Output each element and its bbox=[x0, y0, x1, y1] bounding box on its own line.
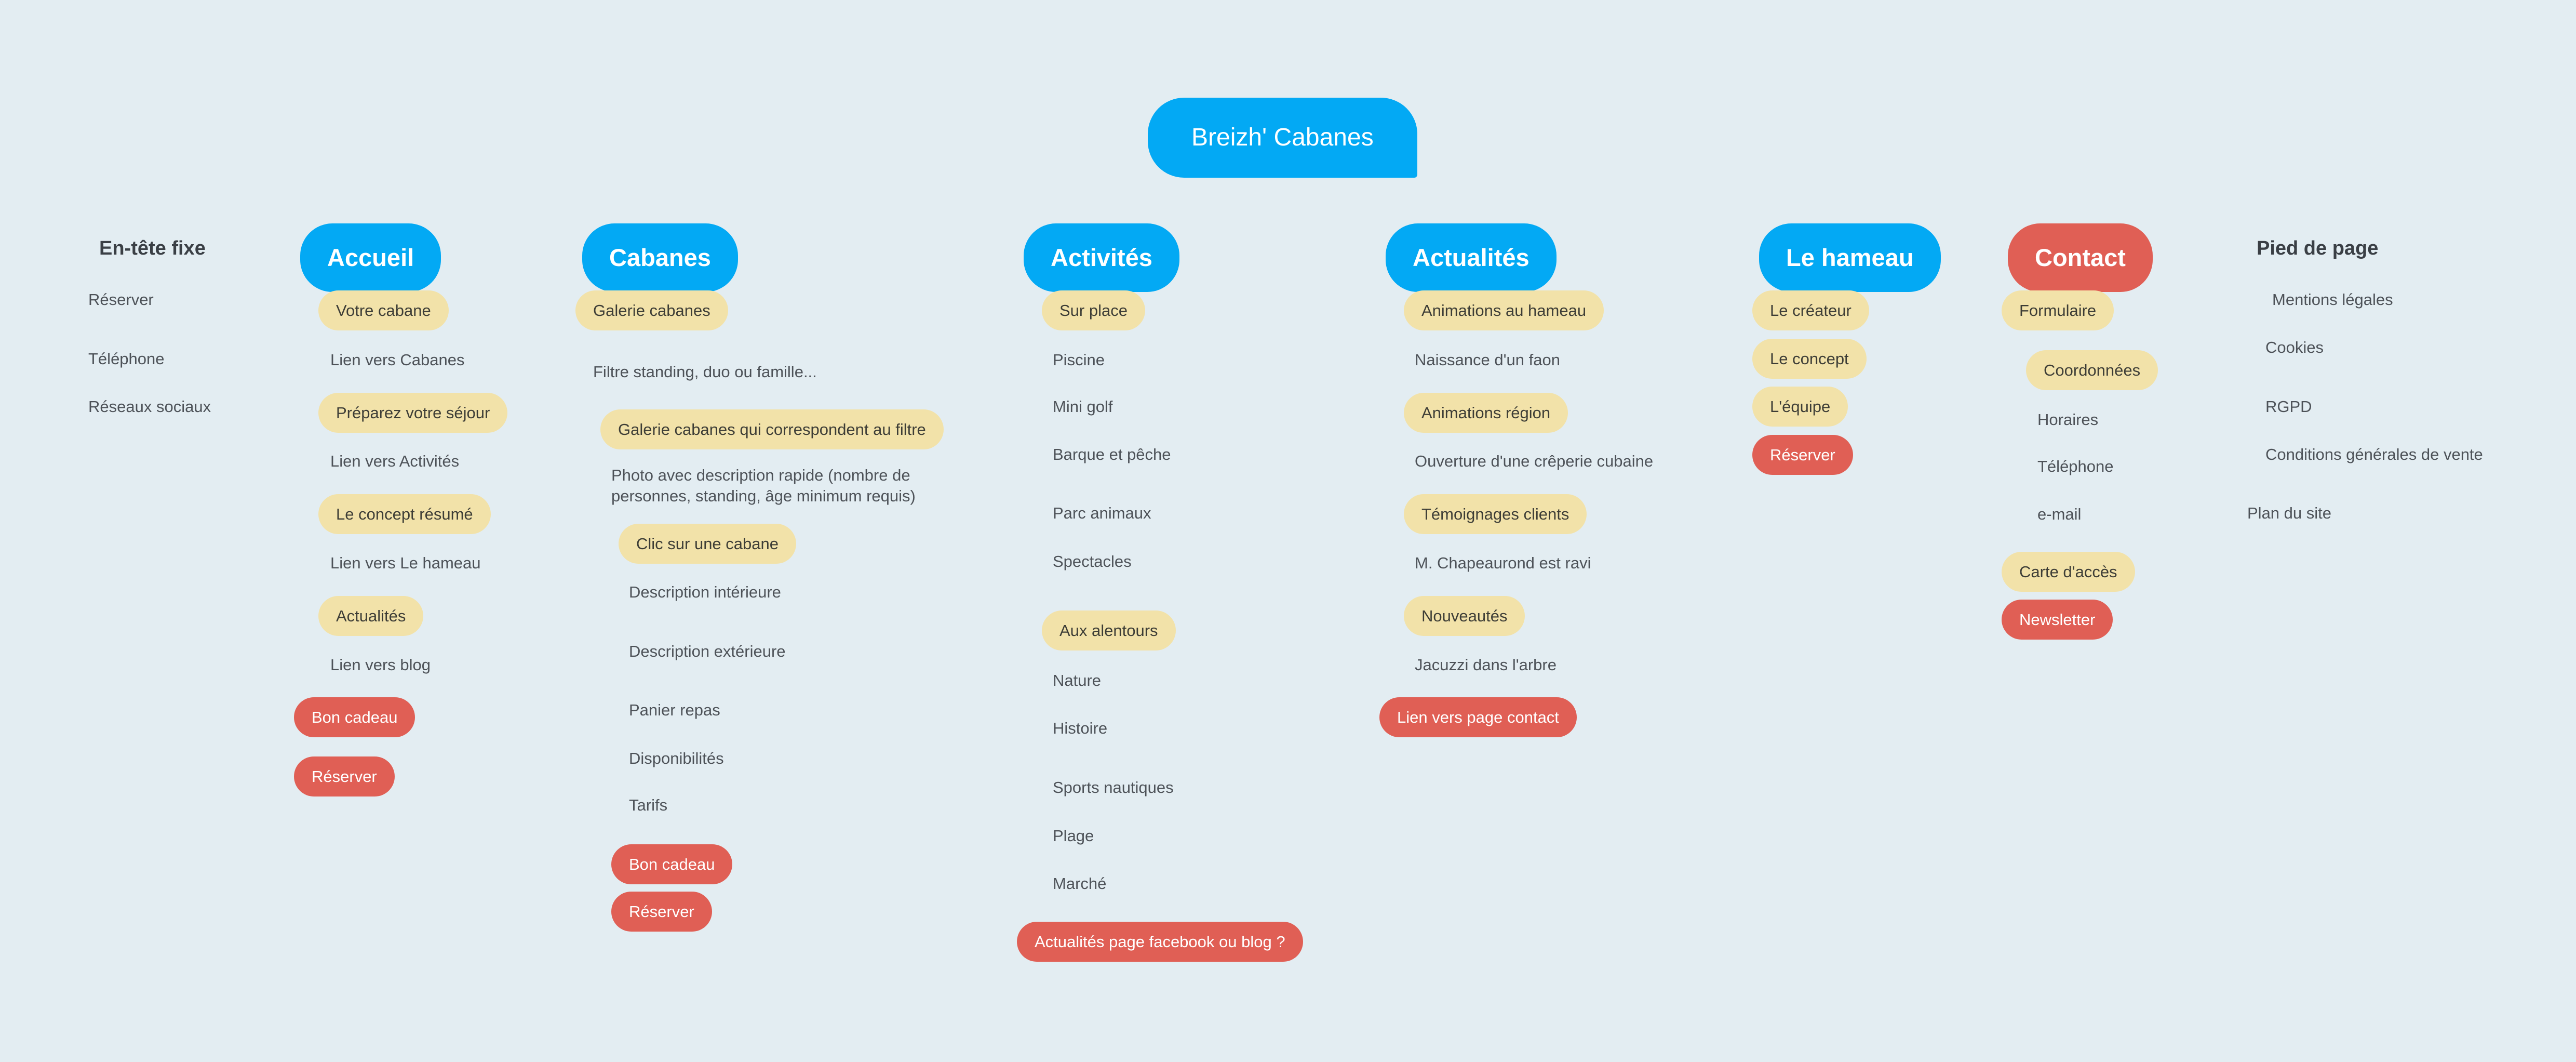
cabanes-disponibilites[interactable]: Disponibilités bbox=[629, 749, 724, 767]
accueil-reserver[interactable]: Réserver bbox=[294, 756, 395, 797]
entete-telephone[interactable]: Téléphone bbox=[88, 350, 165, 368]
hameau-equipe[interactable]: L'équipe bbox=[1752, 387, 1848, 427]
activites-barque-peche[interactable]: Barque et pêche bbox=[1053, 445, 1171, 463]
actualites-temoignages[interactable]: Témoignages clients bbox=[1404, 494, 1587, 535]
contact-telephone[interactable]: Téléphone bbox=[2037, 457, 2114, 475]
activites-parc-animaux[interactable]: Parc animaux bbox=[1053, 504, 1151, 522]
activites-piscine[interactable]: Piscine bbox=[1053, 351, 1105, 369]
actualites-lien-contact[interactable]: Lien vers page contact bbox=[1379, 697, 1577, 738]
accueil-votre-cabane[interactable]: Votre cabane bbox=[318, 290, 449, 331]
accueil-node[interactable]: Accueil bbox=[300, 223, 441, 293]
activites-spectacles[interactable]: Spectacles bbox=[1053, 552, 1132, 570]
cabanes-bon-cadeau[interactable]: Bon cadeau bbox=[611, 844, 733, 885]
pied-rgpd[interactable]: RGPD bbox=[2265, 397, 2312, 416]
cabanes-photo-description-line2[interactable]: personnes, standing, âge minimum requis) bbox=[611, 487, 916, 505]
contact-formulaire[interactable]: Formulaire bbox=[2002, 290, 2114, 331]
cabanes-reserver[interactable]: Réserver bbox=[611, 892, 712, 932]
contact-node[interactable]: Contact bbox=[2008, 223, 2153, 293]
pied-plan-du-site[interactable]: Plan du site bbox=[2247, 504, 2331, 522]
hameau-node[interactable]: Le hameau bbox=[1759, 223, 1941, 293]
cabanes-clic-cabane[interactable]: Clic sur une cabane bbox=[619, 524, 796, 564]
cabanes-panier-repas[interactable]: Panier repas bbox=[629, 701, 720, 719]
accueil-lien-blog[interactable]: Lien vers blog bbox=[330, 656, 431, 674]
cabanes-description-interieure[interactable]: Description intérieure bbox=[629, 583, 781, 601]
actualites-animations-hameau[interactable]: Animations au hameau bbox=[1404, 290, 1604, 331]
accueil-bon-cadeau[interactable]: Bon cadeau bbox=[294, 697, 415, 738]
pied-header[interactable]: Pied de page bbox=[2257, 237, 2379, 259]
actualites-naissance-faon[interactable]: Naissance d'un faon bbox=[1415, 351, 1560, 369]
entete-header[interactable]: En-tête fixe bbox=[99, 237, 206, 259]
accueil-lien-cabanes[interactable]: Lien vers Cabanes bbox=[330, 351, 465, 369]
pied-cgv[interactable]: Conditions générales de vente bbox=[2265, 445, 2483, 463]
activites-sports-nautiques[interactable]: Sports nautiques bbox=[1053, 778, 1174, 796]
hameau-createur[interactable]: Le créateur bbox=[1752, 290, 1869, 331]
activites-nature[interactable]: Nature bbox=[1053, 671, 1102, 689]
accueil-actualites[interactable]: Actualités bbox=[318, 596, 424, 636]
contact-horaires[interactable]: Horaires bbox=[2037, 410, 2099, 429]
root-node[interactable]: Breizh' Cabanes bbox=[1148, 98, 1417, 178]
contact-carte-acces[interactable]: Carte d'accès bbox=[2002, 552, 2135, 592]
activites-mini-golf[interactable]: Mini golf bbox=[1053, 397, 1113, 416]
contact-email[interactable]: e-mail bbox=[2037, 505, 2082, 523]
pied-cookies[interactable]: Cookies bbox=[2265, 338, 2324, 356]
cabanes-filtre[interactable]: Filtre standing, duo ou famille... bbox=[593, 363, 817, 381]
hameau-reserver[interactable]: Réserver bbox=[1752, 435, 1853, 475]
cabanes-description-exterieure[interactable]: Description extérieure bbox=[629, 642, 786, 660]
contact-coordonnees[interactable]: Coordonnées bbox=[2026, 350, 2158, 391]
activites-histoire[interactable]: Histoire bbox=[1053, 719, 1108, 737]
cabanes-galerie[interactable]: Galerie cabanes bbox=[575, 290, 728, 331]
cabanes-galerie-filtre[interactable]: Galerie cabanes qui correspondent au fil… bbox=[600, 409, 944, 450]
actualites-nouveautes[interactable]: Nouveautés bbox=[1404, 596, 1525, 636]
pied-mentions-legales[interactable]: Mentions légales bbox=[2272, 290, 2393, 309]
activites-aux-alentours[interactable]: Aux alentours bbox=[1042, 610, 1176, 651]
hameau-concept[interactable]: Le concept bbox=[1752, 339, 1867, 379]
accueil-concept-resume[interactable]: Le concept résumé bbox=[318, 494, 491, 535]
actualites-node[interactable]: Actualités bbox=[1386, 223, 1557, 293]
activites-actualites-facebook[interactable]: Actualités page facebook ou blog ? bbox=[1017, 922, 1303, 962]
cabanes-photo-description-line1[interactable]: Photo avec description rapide (nombre de bbox=[611, 466, 910, 484]
accueil-lien-hameau[interactable]: Lien vers Le hameau bbox=[330, 554, 481, 572]
actualites-ouverture-creperie[interactable]: Ouverture d'une crêperie cubaine bbox=[1415, 452, 1654, 470]
accueil-preparez-sejour[interactable]: Préparez votre séjour bbox=[318, 393, 508, 433]
contact-newsletter[interactable]: Newsletter bbox=[2002, 600, 2113, 640]
entete-reserver[interactable]: Réserver bbox=[88, 290, 154, 309]
entete-reseaux-sociaux[interactable]: Réseaux sociaux bbox=[88, 397, 211, 416]
actualites-chapeaurond[interactable]: M. Chapeaurond est ravi bbox=[1415, 554, 1591, 572]
activites-sur-place[interactable]: Sur place bbox=[1042, 290, 1145, 331]
accueil-lien-activites[interactable]: Lien vers Activités bbox=[330, 452, 460, 470]
cabanes-node[interactable]: Cabanes bbox=[582, 223, 738, 293]
actualites-jacuzzi[interactable]: Jacuzzi dans l'arbre bbox=[1415, 656, 1557, 674]
activites-node[interactable]: Activités bbox=[1024, 223, 1179, 293]
activites-marche[interactable]: Marché bbox=[1053, 874, 1107, 893]
activites-plage[interactable]: Plage bbox=[1053, 827, 1094, 845]
actualites-animations-region[interactable]: Animations région bbox=[1404, 393, 1568, 433]
cabanes-tarifs[interactable]: Tarifs bbox=[629, 796, 668, 814]
